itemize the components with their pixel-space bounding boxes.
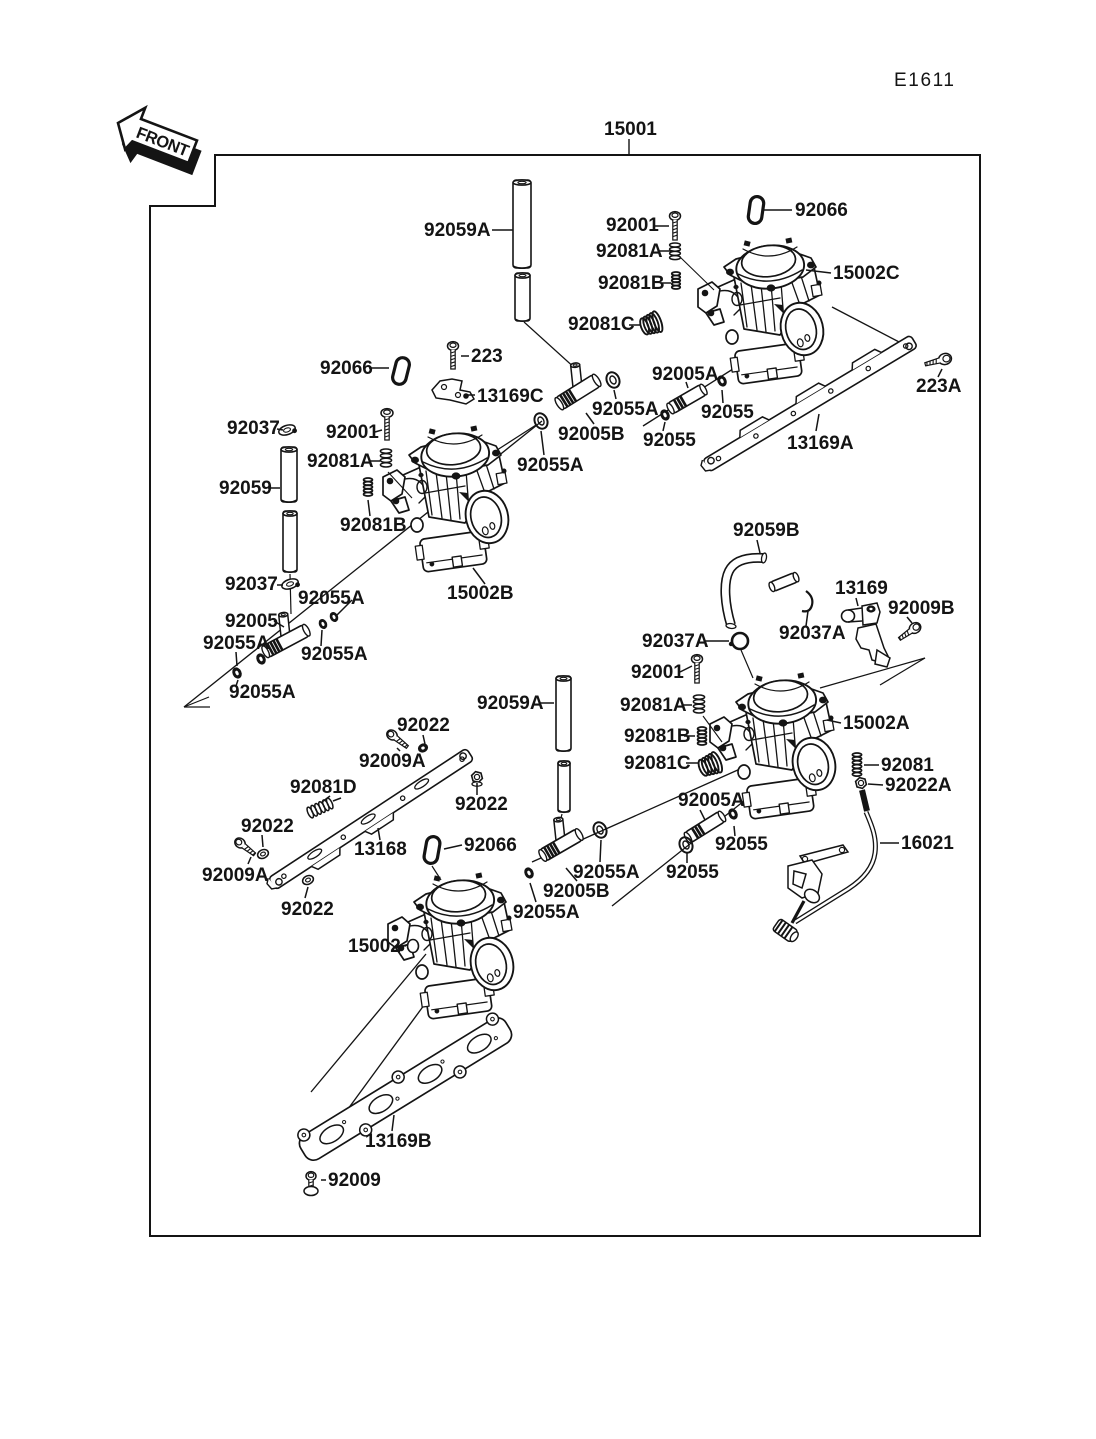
svg-text:92001: 92001 (326, 422, 379, 443)
svg-text:92005B: 92005B (558, 424, 625, 445)
svg-text:92022A: 92022A (885, 775, 952, 796)
svg-text:92081A: 92081A (307, 451, 374, 472)
svg-text:92081B: 92081B (340, 515, 407, 536)
svg-text:92081C: 92081C (624, 753, 691, 774)
svg-text:92009A: 92009A (202, 865, 269, 886)
svg-text:92081B: 92081B (624, 726, 691, 747)
svg-text:92059A: 92059A (424, 220, 491, 241)
svg-text:92059: 92059 (219, 478, 272, 499)
svg-text:13169B: 13169B (365, 1131, 432, 1152)
svg-text:92037: 92037 (227, 418, 280, 439)
svg-text:13169: 13169 (835, 578, 888, 599)
svg-text:223A: 223A (916, 376, 962, 397)
svg-text:15002C: 15002C (833, 263, 900, 284)
svg-text:92055: 92055 (715, 834, 768, 855)
svg-text:92055A: 92055A (301, 644, 368, 665)
svg-text:92055: 92055 (666, 862, 719, 883)
svg-text:92055A: 92055A (229, 682, 296, 703)
svg-text:223: 223 (471, 346, 503, 367)
svg-text:92081B: 92081B (598, 273, 665, 294)
svg-text:92055A: 92055A (298, 588, 365, 609)
svg-text:92005A: 92005A (678, 790, 745, 811)
svg-text:92059A: 92059A (477, 693, 544, 714)
svg-text:92055: 92055 (643, 430, 696, 451)
svg-text:92005B: 92005B (543, 881, 610, 902)
svg-text:92059B: 92059B (733, 520, 800, 541)
svg-text:92009A: 92009A (359, 751, 426, 772)
svg-text:15002A: 15002A (843, 713, 910, 734)
svg-text:92055A: 92055A (513, 902, 580, 923)
svg-text:92055A: 92055A (573, 862, 640, 883)
svg-text:92081D: 92081D (290, 777, 357, 798)
svg-text:92009B: 92009B (888, 598, 955, 619)
svg-text:92066: 92066 (320, 358, 373, 379)
svg-text:92055: 92055 (701, 402, 754, 423)
svg-text:15002: 15002 (348, 936, 401, 957)
svg-text:92001: 92001 (606, 215, 659, 236)
svg-text:92022: 92022 (397, 715, 450, 736)
svg-text:92005: 92005 (225, 611, 278, 632)
svg-text:92037: 92037 (225, 574, 278, 595)
svg-text:92081A: 92081A (596, 241, 663, 262)
svg-text:92005A: 92005A (652, 364, 719, 385)
svg-text:13169A: 13169A (787, 433, 854, 454)
svg-text:92022: 92022 (455, 794, 508, 815)
svg-text:92055A: 92055A (517, 455, 584, 476)
svg-text:92037A: 92037A (642, 631, 709, 652)
svg-text:16021: 16021 (901, 833, 954, 854)
svg-text:92037A: 92037A (779, 623, 846, 644)
svg-text:92009: 92009 (328, 1170, 381, 1191)
svg-text:92022: 92022 (241, 816, 294, 837)
svg-text:92055A: 92055A (592, 399, 659, 420)
svg-text:92001: 92001 (631, 662, 684, 683)
svg-text:13169C: 13169C (477, 386, 544, 407)
svg-text:92055A: 92055A (203, 633, 270, 654)
svg-text:15001: 15001 (604, 119, 657, 140)
svg-text:92081A: 92081A (620, 695, 687, 716)
svg-text:92081: 92081 (881, 755, 934, 776)
svg-text:92066: 92066 (795, 200, 848, 221)
svg-text:92066: 92066 (464, 835, 517, 856)
svg-text:15002B: 15002B (447, 583, 514, 604)
svg-text:E1611: E1611 (894, 70, 956, 91)
svg-text:92081C: 92081C (568, 314, 635, 335)
svg-text:13168: 13168 (354, 839, 407, 860)
svg-text:92022: 92022 (281, 899, 334, 920)
